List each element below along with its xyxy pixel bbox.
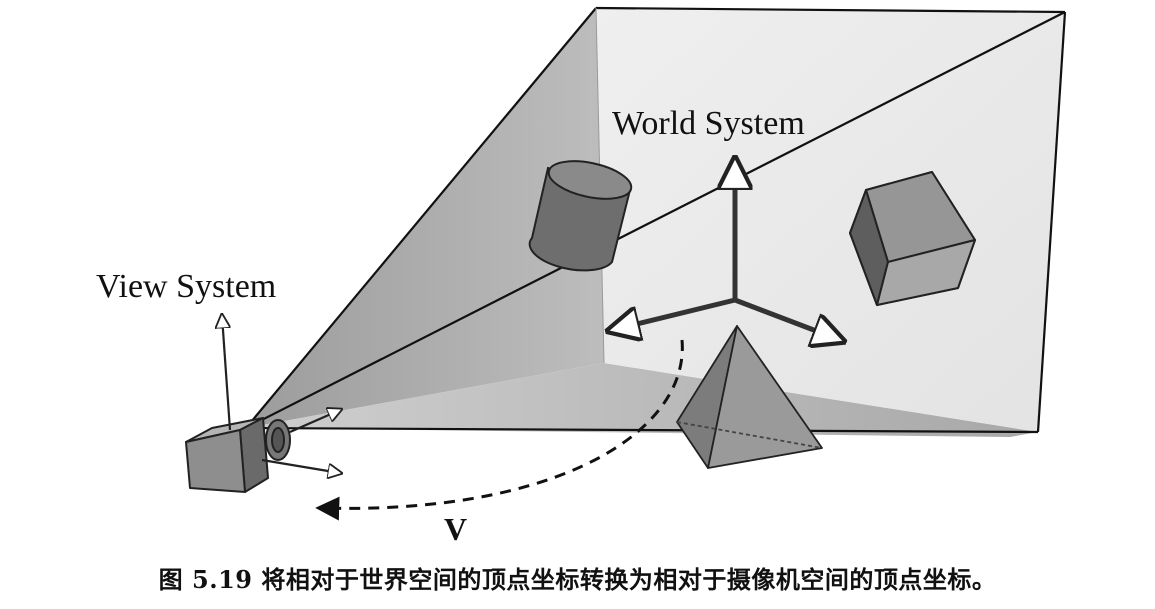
view-axes: [222, 316, 340, 473]
frustum-floor-face: [246, 363, 1038, 437]
frustum-left-face: [246, 8, 604, 428]
camera-shape: [185, 417, 291, 493]
cube-shape: [849, 171, 976, 306]
frustum-edges: [245, 6, 1067, 434]
world-system-label: World System: [612, 105, 805, 142]
pyramid-shape: [676, 325, 823, 469]
figure-caption: 图 5.19 将相对于世界空间的顶点坐标转换为相对于摄像机空间的顶点坐标。: [158, 565, 997, 594]
frustum-back-wall: [596, 8, 1065, 432]
view-system-label: View System: [96, 268, 276, 305]
view-transform-diagram: World System View System V: [96, 6, 1067, 547]
transform-symbol-label: V: [444, 511, 467, 547]
world-axes: [612, 162, 840, 340]
transform-arrow: [315, 339, 684, 521]
cylinder-shape: [528, 160, 633, 272]
